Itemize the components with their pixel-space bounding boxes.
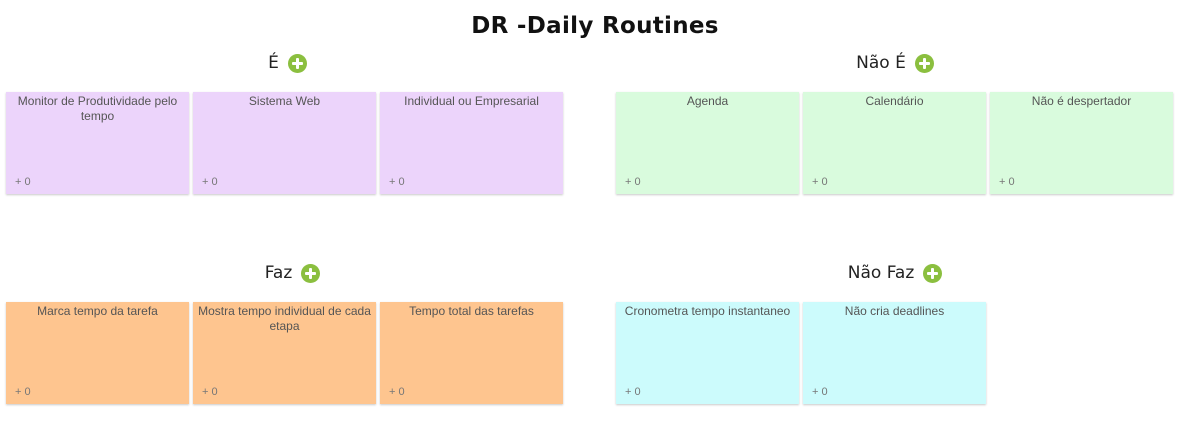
quadrant-e: É Monitor de Produtividade pelo tempo + … [6,51,564,201]
sticky-card[interactable]: Marca tempo da tarefa + 0 [6,302,189,404]
sticky-card[interactable]: Sistema Web + 0 [193,92,376,194]
sticky-card[interactable]: Não é despertador + 0 [990,92,1173,194]
vote-counter[interactable]: + 0 [812,176,828,188]
quadrant-header: É [11,51,564,75]
card-text: Mostra tempo individual de cada etapa [198,304,371,333]
quadrant-title: Faz [264,263,293,283]
card-text: Agenda [686,94,729,108]
card-text: Monitor de Produtividade pelo tempo [17,94,178,123]
vote-counter[interactable]: + 0 [202,176,218,188]
add-card-plus-icon[interactable] [287,53,307,73]
sticky-card[interactable]: Calendário + 0 [803,92,986,194]
sticky-card[interactable]: Não cria deadlines + 0 [803,302,986,404]
card-text: Individual ou Empresarial [404,94,539,108]
card-text: Não é despertador [1031,94,1132,108]
quadrant-header: Não Faz [616,261,1174,285]
quadrant-faz: Faz Marca tempo da tarefa + 0 Mostra tem… [6,261,564,411]
vote-counter[interactable]: + 0 [202,386,218,398]
vote-counter[interactable]: + 0 [389,386,405,398]
vote-counter[interactable]: + 0 [625,386,641,398]
vote-counter[interactable]: + 0 [389,176,405,188]
vote-counter[interactable]: + 0 [15,176,31,188]
sticky-card[interactable]: Agenda + 0 [616,92,799,194]
sticky-card[interactable]: Tempo total das tarefas + 0 [380,302,563,404]
sticky-card[interactable]: Cronometra tempo instantaneo + 0 [616,302,799,404]
vote-counter[interactable]: + 0 [999,176,1015,188]
quadrant-nao-e: Não É Agenda + 0 Calendário + 0 Não é de… [616,51,1174,201]
vote-counter[interactable]: + 0 [625,176,641,188]
sticky-card[interactable]: Monitor de Produtividade pelo tempo + 0 [6,92,189,194]
sticky-card[interactable]: Mostra tempo individual de cada etapa + … [193,302,376,404]
card-text: Sistema Web [248,94,321,108]
quadrant-header: Não É [616,51,1174,75]
quadrant-title: Não Faz [847,263,915,283]
quadrant-title: É [268,53,279,73]
card-text: Marca tempo da tarefa [37,304,158,318]
add-card-plus-icon[interactable] [914,53,934,73]
add-card-plus-icon[interactable] [301,263,321,283]
quadrant-header: Faz [21,261,564,285]
vote-counter[interactable]: + 0 [15,386,31,398]
vote-counter[interactable]: + 0 [812,386,828,398]
card-text: Não cria deadlines [844,304,945,318]
page-title: DR -Daily Routines [471,13,719,39]
card-text: Tempo total das tarefas [409,304,534,318]
sticky-card[interactable]: Individual ou Empresarial + 0 [380,92,563,194]
add-card-plus-icon[interactable] [923,263,943,283]
quadrant-nao-faz: Não Faz Cronometra tempo instantaneo + 0… [616,261,1174,411]
card-text: Cronometra tempo instantaneo [624,304,791,318]
card-text: Calendário [865,94,924,108]
quadrant-title: Não É [856,53,906,73]
